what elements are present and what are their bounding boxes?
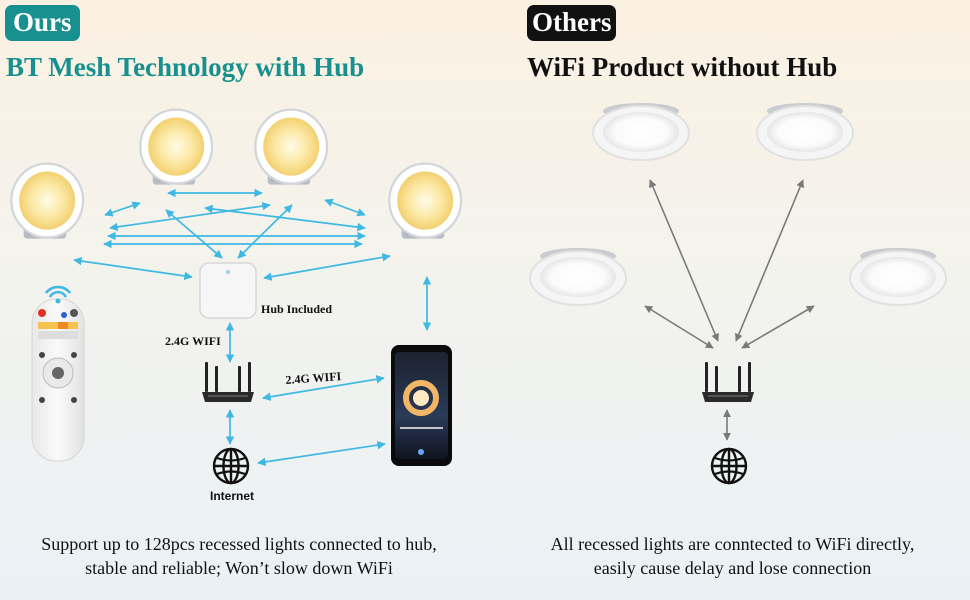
globe-icon <box>710 447 748 485</box>
wifi-label-hub: 2.4G WIFI <box>165 334 221 348</box>
recessed-light-icon <box>388 162 463 240</box>
recessed-light-icon <box>529 247 627 306</box>
recessed-light-icon <box>849 247 947 306</box>
recessed-light-icon <box>592 102 690 161</box>
remote-control-icon <box>31 298 85 462</box>
recessed-light-icon <box>756 102 854 161</box>
left-caption: Support up to 128pcs recessed lights con… <box>0 532 478 580</box>
right-caption-line-2: easily cause delay and lose connection <box>593 558 872 578</box>
hub-icon <box>199 262 257 319</box>
wifi-router-icon <box>702 362 754 402</box>
left-caption-line-2: stable and reliable; Won’t slow down WiF… <box>85 558 393 578</box>
internet-label: Internet <box>210 489 255 503</box>
right-caption: All recessed lights are conntected to Wi… <box>495 532 970 580</box>
recessed-light-icon <box>254 108 329 186</box>
bt-mesh-heading: BT Mesh Technology with Hub <box>6 52 365 82</box>
recessed-light-icon <box>10 162 85 240</box>
mesh-connection-arrows <box>73 188 432 467</box>
wifi-signal-icon <box>44 285 72 304</box>
wifi-router-icon <box>202 362 254 402</box>
left-caption-line-1: Support up to 128pcs recessed lights con… <box>41 534 437 554</box>
right-caption-line-1: All recessed lights are conntected to Wi… <box>550 534 915 554</box>
ours-badge: Ours <box>5 5 80 41</box>
globe-icon <box>212 447 250 485</box>
wifi-product-heading: WiFi Product without Hub <box>527 52 838 82</box>
smartphone-icon <box>391 345 452 466</box>
others-badge: Others <box>527 5 617 41</box>
hub-label: Hub Included <box>261 302 333 316</box>
recessed-light-icon <box>139 108 214 186</box>
direct-wifi-arrows <box>644 179 815 441</box>
